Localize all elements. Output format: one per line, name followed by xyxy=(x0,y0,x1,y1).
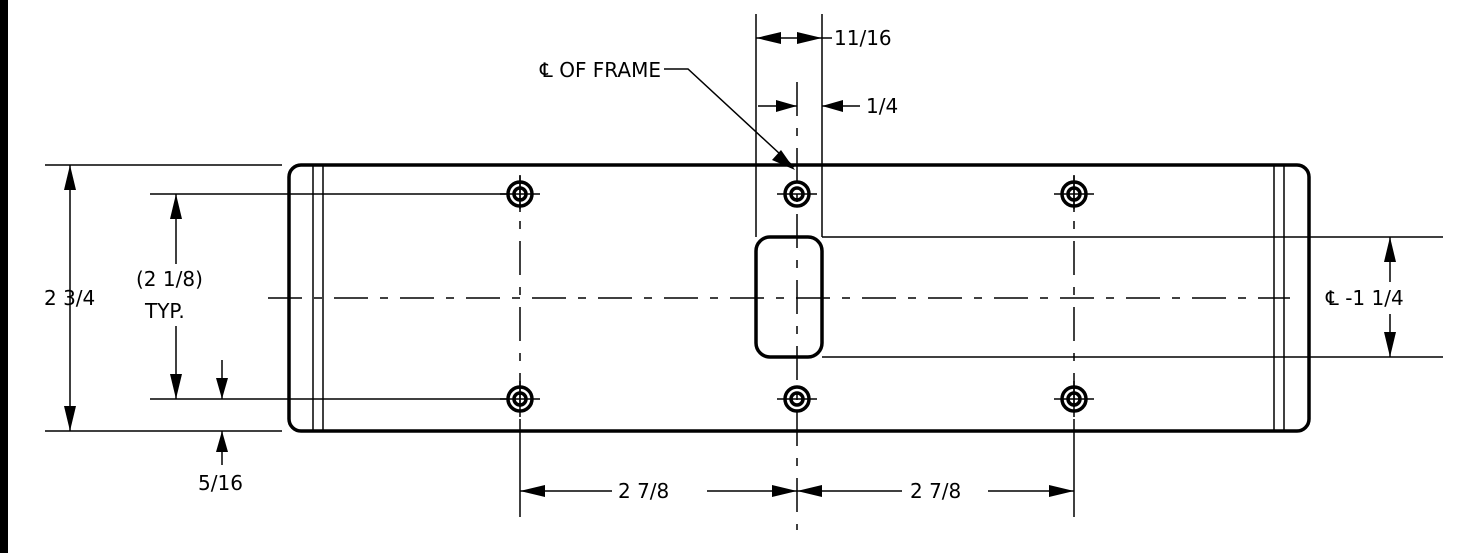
dim-2-1-8 xyxy=(170,194,182,399)
dim-2-3-4-label: 2 3/4 xyxy=(44,286,95,310)
dim-2-7-8-left-line xyxy=(520,485,797,497)
dim-1-1-4 xyxy=(1384,237,1396,357)
dim-2-7-8-right-label: 2 7/8 xyxy=(910,479,961,503)
dim-11-16-label: 11/16 xyxy=(834,26,892,50)
dim-1-4 xyxy=(758,100,860,112)
typ-label: TYP. xyxy=(144,299,185,323)
hole-top-right xyxy=(1054,176,1094,212)
centerline-1-1-4-label: ℄ -1 1/4 xyxy=(1325,286,1404,310)
hole-bottom-center xyxy=(777,385,817,413)
dim-5-16-label: 5/16 xyxy=(198,471,243,495)
dim-11-16 xyxy=(756,32,832,44)
dim-5-16 xyxy=(216,360,228,465)
frame-center-leader xyxy=(664,68,795,170)
hole-bottom-right xyxy=(1054,381,1094,417)
left-border xyxy=(0,0,8,553)
frame-center-label: ℄ OF FRAME xyxy=(539,58,661,82)
dim-2-7-8-right-line xyxy=(797,485,1074,497)
dim-2-3-4 xyxy=(64,165,76,431)
center-slot xyxy=(754,235,824,359)
dim-1-4-label: 1/4 xyxy=(866,94,898,118)
hole-top-center xyxy=(777,180,817,208)
dim-2-7-8-left-label: 2 7/8 xyxy=(618,479,669,503)
dim-2-1-8-label: (2 1/8) xyxy=(136,267,203,291)
